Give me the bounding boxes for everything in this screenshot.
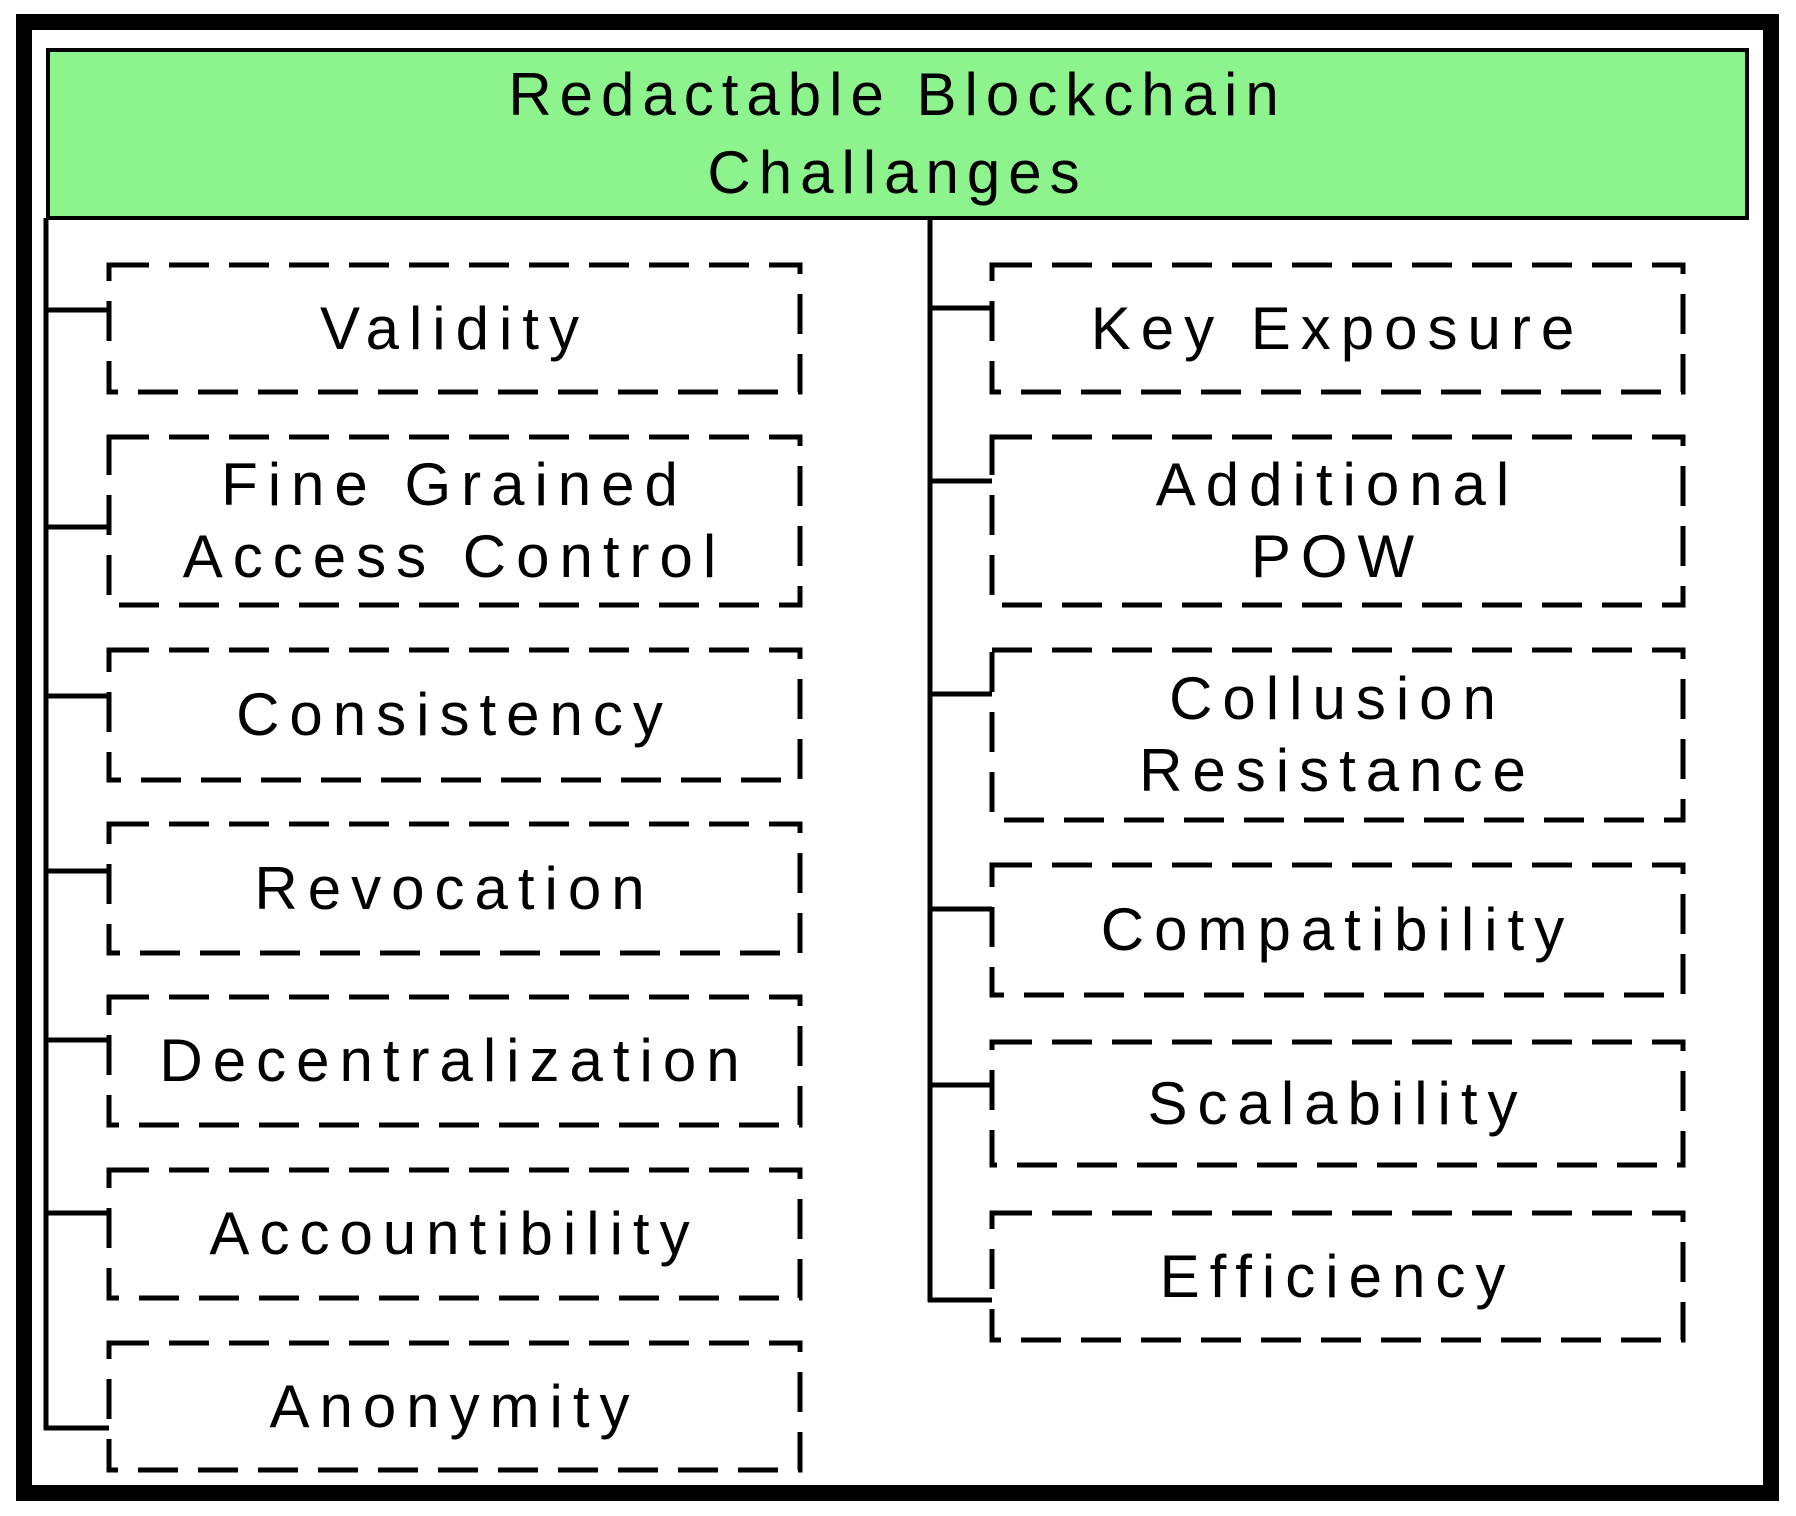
label-decentralization: Decentralization (159, 1027, 750, 1094)
label-revocation: Revocation (254, 854, 655, 922)
box-revocation (106, 821, 803, 956)
label-scalability: Scalability (1147, 1069, 1528, 1137)
box-scalability (989, 1039, 1686, 1168)
label-validity: Validity (320, 294, 589, 362)
box-consistency (106, 647, 803, 783)
box-decentralization (106, 994, 803, 1128)
label-compatibility: Compatibility (1100, 896, 1575, 963)
box-efficiency (989, 1210, 1686, 1343)
box-fine-grained-access-control (106, 434, 803, 608)
outer-frame (16, 14, 1779, 1501)
label-efficiency: Efficiency (1159, 1242, 1516, 1310)
box-key-exposure (989, 262, 1686, 395)
box-accountibility (106, 1167, 803, 1301)
label-fine-grained-access-control: Fine Grained Access Control (182, 451, 727, 590)
label-anonymity: Anonymity (269, 1372, 640, 1440)
label-collusion-resistance: Collusion Resistance (1139, 665, 1536, 804)
box-compatibility (989, 862, 1686, 998)
title-box (46, 48, 1749, 220)
box-anonymity (106, 1340, 803, 1473)
diagram-title: Redactable Blockchain Challanges (508, 61, 1287, 206)
box-collusion-resistance (989, 647, 1686, 823)
label-key-exposure: Key Exposure (1090, 294, 1585, 362)
box-validity (106, 262, 803, 395)
label-consistency: Consistency (236, 681, 673, 748)
label-additional-pow: Additional POW (1155, 451, 1520, 590)
box-additional-pow (989, 434, 1686, 608)
label-accountibility: Accountibility (209, 1200, 700, 1267)
